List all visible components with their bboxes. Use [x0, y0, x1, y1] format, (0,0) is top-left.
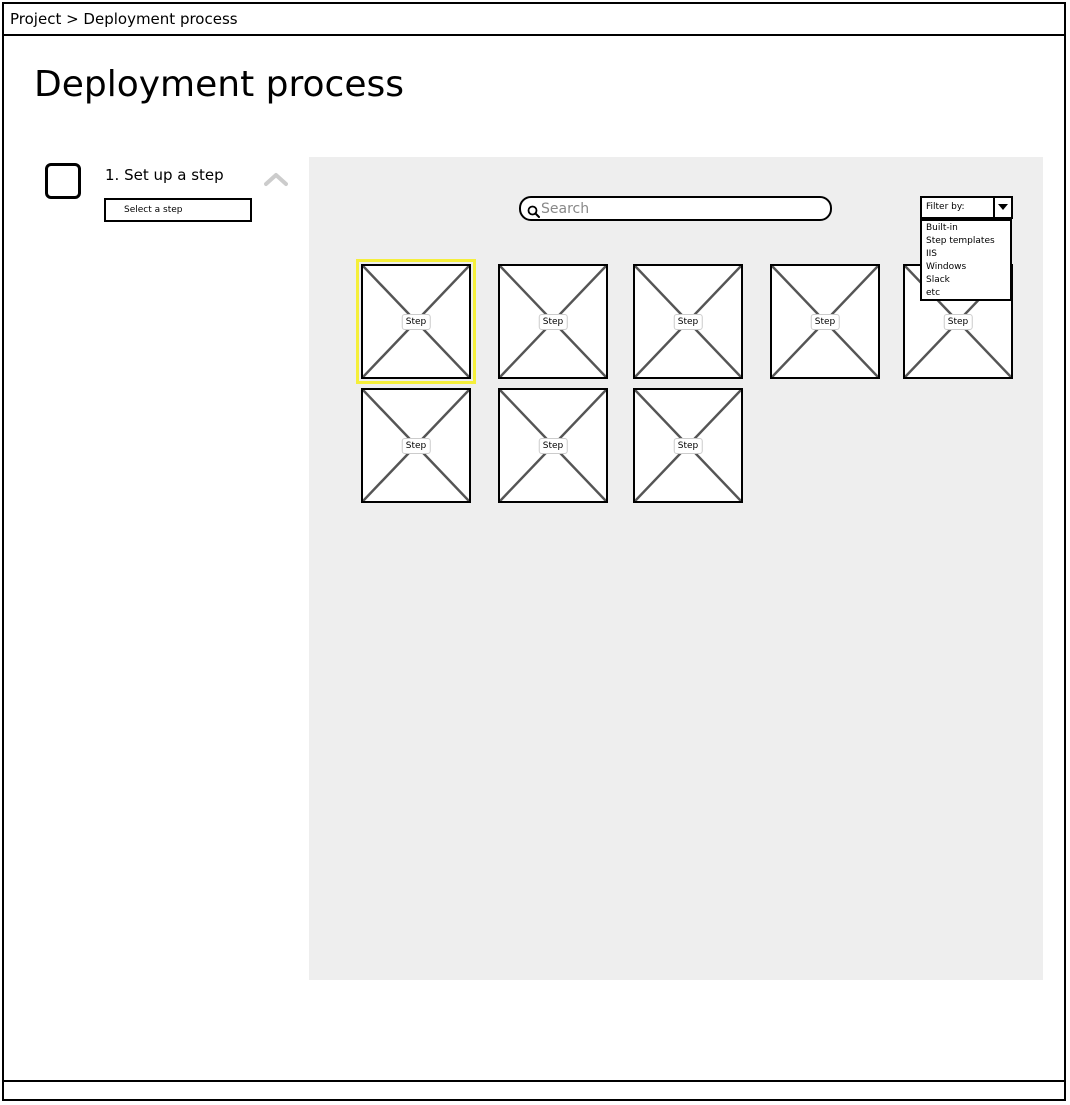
- step-tile-label: Step: [943, 313, 973, 330]
- step-tile-label: Step: [401, 437, 431, 454]
- step-tile[interactable]: Step: [356, 259, 476, 384]
- search-icon: [527, 203, 540, 218]
- step-tile[interactable]: Step: [498, 264, 608, 379]
- breadcrumb-bar: Project > Deployment process: [2, 2, 1066, 36]
- filter-label: Filter by:: [926, 202, 965, 212]
- step-tile-label: Step: [810, 313, 840, 330]
- search-input[interactable]: [541, 199, 821, 218]
- chevron-up-icon[interactable]: [264, 170, 288, 188]
- filter-dropdown-menu: Built-in Step templates IIS Windows Slac…: [920, 219, 1012, 301]
- step-tile[interactable]: Step: [498, 388, 608, 503]
- filter-option-iis[interactable]: IIS: [926, 249, 938, 259]
- filter-option-windows[interactable]: Windows: [926, 262, 967, 272]
- filter-option-slack[interactable]: Slack: [926, 275, 950, 285]
- select-step-button[interactable]: Select a step: [104, 198, 252, 222]
- triangle-down-icon: [998, 204, 1008, 210]
- filter-option-built-in[interactable]: Built-in: [926, 223, 958, 233]
- step-tile-label: Step: [673, 437, 703, 454]
- search-box[interactable]: [519, 196, 832, 221]
- step-tile[interactable]: Step: [633, 388, 743, 503]
- step-tile[interactable]: Step: [361, 388, 471, 503]
- filter-option-step-templates[interactable]: Step templates: [926, 236, 995, 246]
- footer-bar: [2, 1080, 1066, 1101]
- filter-option-etc[interactable]: etc: [926, 288, 941, 298]
- filter-select[interactable]: Filter by:: [920, 196, 1013, 219]
- step-tile-label: Step: [538, 313, 568, 330]
- step-tile-label: Step: [401, 313, 431, 330]
- breadcrumb[interactable]: Project > Deployment process: [10, 10, 238, 28]
- step-tile[interactable]: Step: [633, 264, 743, 379]
- dropdown-toggle[interactable]: [993, 198, 1011, 217]
- step-title: 1. Set up a step: [105, 166, 224, 184]
- page-title: Deployment process: [34, 64, 404, 105]
- step-tile-label: Step: [673, 313, 703, 330]
- step-tile[interactable]: Step: [770, 264, 880, 379]
- step-tile-label: Step: [538, 437, 568, 454]
- step-checkbox[interactable]: [45, 163, 81, 199]
